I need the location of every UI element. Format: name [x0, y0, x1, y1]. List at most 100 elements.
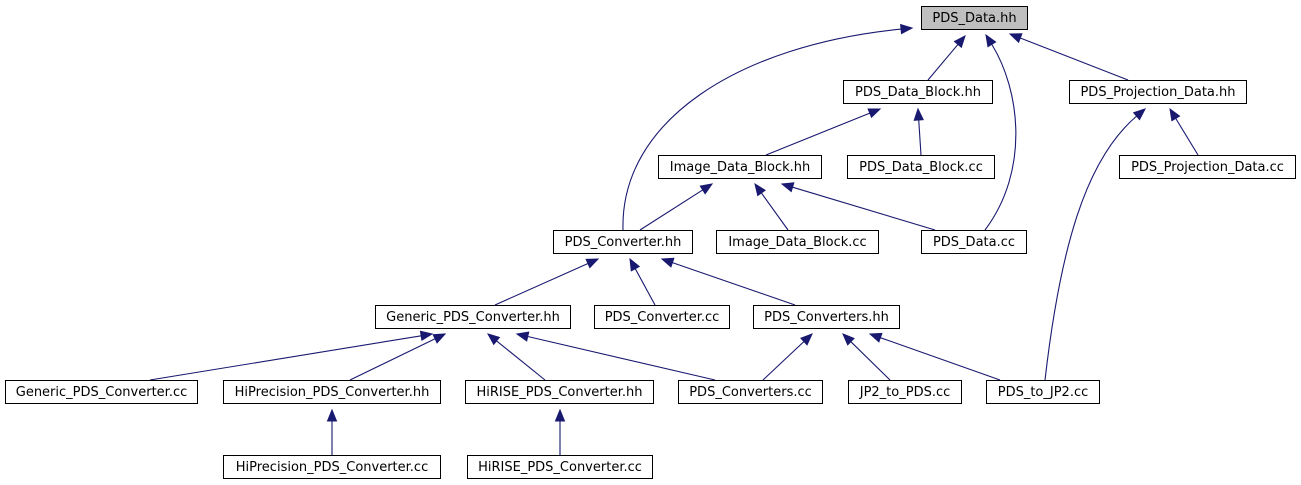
node-pds-converter-cc[interactable]: PDS_Converter.cc [594, 305, 730, 329]
edge-line [672, 262, 796, 306]
node-jp2-to-pds-cc[interactable]: JP2_to_PDS.cc [848, 380, 962, 404]
arrowhead [554, 408, 566, 422]
edge-image-data-block-hh-to-pds-data-block-hh [765, 108, 882, 156]
edge-hirise-pds-converter-hh-to-generic-pds-converter-hh [486, 333, 546, 381]
edge-pds-projection-data-hh-to-pds-data-hh [1008, 33, 1129, 81]
node-label: HiRISE_PDS_Converter.hh [476, 384, 643, 400]
node-label: PDS_Converters.cc [689, 384, 812, 400]
edge-line [918, 119, 922, 156]
node-pds-to-jp2-cc[interactable]: PDS_to_JP2.cc [986, 380, 1100, 404]
arrowhead [585, 258, 600, 269]
node-pds-data-cc[interactable]: PDS_Data.cc [921, 230, 1027, 254]
node-pds-projection-data-hh[interactable]: PDS_Projection_Data.hh [1069, 80, 1247, 104]
edge-pds-converter-hh-to-image-data-block-hh [639, 183, 714, 231]
edge-line [149, 335, 422, 381]
arrowhead [800, 333, 813, 346]
arrowhead [900, 23, 914, 35]
arrowhead [842, 333, 855, 346]
edge-line [494, 262, 589, 306]
edge-pds-projection-data-cc-to-pds-projection-data-hh [1169, 107, 1199, 156]
node-image-data-block-hh[interactable]: Image_Data_Block.hh [658, 155, 822, 179]
edge-line [1020, 37, 1129, 81]
arrowhead [754, 182, 766, 197]
arrowhead [629, 257, 641, 272]
node-label: PDS_Projection_Data.cc [1131, 159, 1284, 175]
node-hiprecision-pds-converter-cc[interactable]: HiPrecision_PDS_Converter.cc [223, 455, 441, 479]
arrowhead [913, 107, 924, 121]
node-hirise-pds-converter-hh[interactable]: HiRISE_PDS_Converter.hh [465, 380, 654, 404]
edge-line [984, 44, 1017, 231]
node-label: PDS_Converter.hh [564, 234, 682, 250]
edge-pds-data-block-hh-to-pds-data-hh [927, 34, 966, 81]
node-pds-data-block-cc[interactable]: PDS_Data_Block.cc [847, 155, 995, 179]
node-label: Image_Data_Block.cc [728, 234, 867, 250]
node-hirise-pds-converter-cc[interactable]: HiRISE_PDS_Converter.cc [467, 455, 653, 479]
arrowhead [432, 333, 447, 344]
edge-image-data-block-cc-to-image-data-block-hh [754, 182, 789, 231]
edge-pds-converters-hh-to-pds-converter-hh [660, 257, 796, 306]
arrowhead [780, 182, 795, 193]
edge-pds-data-cc-to-image-data-block-hh [780, 182, 936, 231]
edge-line [639, 189, 704, 231]
arrowhead [326, 408, 338, 422]
edge-line [762, 341, 805, 381]
node-label: Generic_PDS_Converter.cc [15, 384, 188, 400]
arrowhead [985, 33, 997, 48]
arrowhead [953, 34, 966, 49]
edge-line [927, 44, 959, 81]
node-label: PDS_to_JP2.cc [997, 384, 1089, 400]
node-generic-pds-converter-hh[interactable]: Generic_PDS_Converter.hh [375, 305, 571, 329]
edge-pds-to-jp2-cc-to-pds-projection-data-hh [1044, 108, 1147, 381]
edge-line [1044, 115, 1137, 381]
node-pds-data-hh: PDS_Data.hh [921, 6, 1028, 30]
arrowhead [1169, 107, 1181, 122]
edge-generic-pds-converter-hh-to-pds-converter-hh [494, 258, 600, 306]
node-label: PDS_Data.hh [932, 10, 1017, 26]
node-pds-converter-hh[interactable]: PDS_Converter.hh [553, 230, 693, 254]
edge-pds-to-jp2-cc-to-pds-converters-hh [868, 332, 1001, 381]
edge-line [765, 112, 871, 156]
edge-line [760, 192, 789, 231]
edge-pds-data-cc-to-pds-data-hh [984, 33, 1017, 231]
node-label: Generic_PDS_Converter.hh [386, 309, 560, 325]
arrowhead [515, 331, 530, 342]
edge-line [850, 341, 891, 381]
node-label: PDS_Data_Block.cc [859, 159, 983, 175]
arrowhead [867, 108, 882, 119]
edge-line [496, 340, 546, 381]
edge-hirise-pds-converter-cc-to-hirise-pds-converter-hh [554, 408, 566, 455]
node-label: HiRISE_PDS_Converter.cc [478, 459, 642, 475]
node-label: PDS_Projection_Data.hh [1080, 84, 1236, 100]
node-pds-projection-data-cc[interactable]: PDS_Projection_Data.cc [1119, 155, 1296, 179]
edge-pds-converters-cc-to-pds-converters-hh [762, 333, 813, 381]
node-label: PDS_Data_Block.hh [855, 84, 981, 100]
edge-line [349, 338, 436, 381]
arrowhead [1008, 33, 1023, 44]
arrowhead [699, 183, 714, 195]
node-label: JP2_to_PDS.cc [859, 384, 951, 400]
node-generic-pds-converter-cc[interactable]: Generic_PDS_Converter.cc [5, 380, 198, 404]
edge-generic-pds-converter-cc-to-generic-pds-converter-hh [149, 330, 434, 381]
edge-jp2-to-pds-cc-to-pds-converters-hh [842, 333, 891, 381]
edge-hiprecision-pds-converter-cc-to-hiprecision-pds-converter-hh [326, 408, 338, 455]
edge-pds-converter-hh-to-pds-data-hh [622, 23, 914, 231]
arrowhead [419, 330, 434, 342]
node-hiprecision-pds-converter-hh[interactable]: HiPrecision_PDS_Converter.hh [223, 380, 441, 404]
edge-line [622, 28, 902, 231]
node-image-data-block-cc[interactable]: Image_Data_Block.cc [716, 230, 879, 254]
node-label: PDS_Converters.hh [764, 309, 889, 325]
edge-line [1175, 118, 1199, 156]
node-label: Image_Data_Block.hh [669, 159, 811, 175]
arrowhead [868, 332, 883, 343]
edge-line [880, 337, 1001, 381]
edge-line [792, 186, 936, 231]
node-label: PDS_Converter.cc [604, 309, 720, 325]
arrowhead [660, 257, 675, 268]
node-pds-converters-hh[interactable]: PDS_Converters.hh [753, 305, 900, 329]
node-label: HiPrecision_PDS_Converter.cc [235, 459, 429, 475]
arrowhead [486, 333, 501, 346]
node-pds-converters-cc[interactable]: PDS_Converters.cc [678, 380, 823, 404]
node-pds-data-block-hh[interactable]: PDS_Data_Block.hh [843, 80, 993, 104]
